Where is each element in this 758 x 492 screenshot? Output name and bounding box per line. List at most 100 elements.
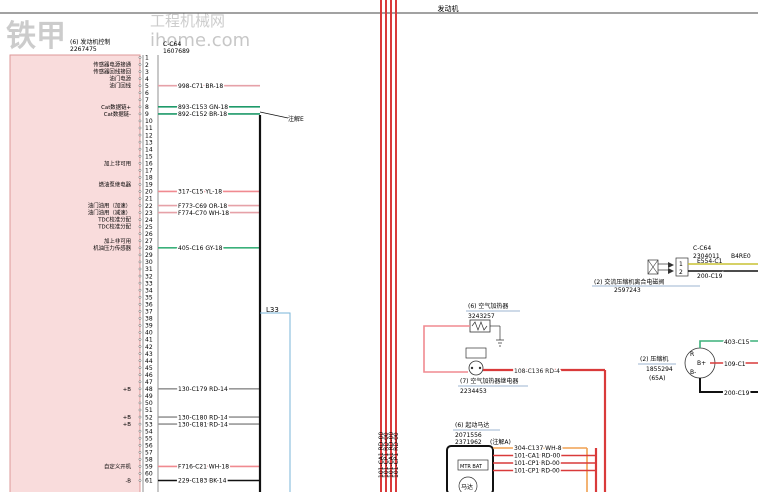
ecm-pin-socket-icon — [138, 331, 142, 334]
ecm-pin-socket-icon — [138, 246, 142, 250]
ac-wire-1-label: E554-C1 — [697, 258, 723, 265]
ecm-pin-number: 37 — [145, 309, 153, 316]
relay-contact-a-icon — [470, 366, 474, 370]
ecm-title: (6) 发动机控制 — [70, 38, 110, 46]
relay-contact-b-icon — [478, 366, 482, 370]
ecm-pin-socket-icon — [138, 98, 142, 102]
ecm-pin-number: 18 — [145, 175, 153, 182]
ac-connector — [675, 257, 689, 277]
ecm-pin-number: 44 — [145, 358, 153, 365]
ecm-pin-socket-icon — [138, 366, 142, 370]
relay-part: 2234453 — [460, 388, 487, 395]
ecm-pin-number: 51 — [145, 407, 153, 414]
ecm-pin-function-label: +B — [123, 415, 132, 421]
ecm-pin-number: 11 — [145, 125, 153, 132]
ecm-pin-number: 52 — [145, 414, 153, 421]
ecm-pin-socket-icon — [138, 309, 142, 313]
ecm-pin-number: 25 — [145, 224, 153, 231]
ecm-wire-label: F773-C69 OR-18 — [178, 203, 227, 210]
ecm-pin-socket-icon — [138, 274, 142, 278]
ecm-pin-number: 54 — [145, 428, 153, 435]
ecm-pin-function-label: 油门油用（加速） — [88, 202, 131, 210]
ecm-pin-number: 13 — [145, 139, 153, 146]
ecm-pin-socket-icon — [138, 338, 142, 341]
ecm-pin-number: 35 — [145, 294, 153, 301]
ecm-pin-socket-icon — [138, 84, 142, 88]
ecm-pin-function-label: TDC校准分配 — [97, 216, 131, 224]
heater-coil-icon — [471, 321, 488, 331]
ecm-pin-number: 19 — [145, 182, 153, 189]
ecm-pin-number: 41 — [145, 337, 153, 344]
ecm-pin-number: 56 — [145, 442, 153, 449]
ecm-pin-number: 15 — [145, 153, 153, 160]
alternator-ground-wire — [699, 378, 758, 393]
ecm-pin-socket-icon — [138, 176, 142, 179]
ecm-pin-number: 48 — [145, 386, 153, 393]
starter-solenoid — [457, 459, 489, 471]
air-heater-feed-wire — [423, 325, 470, 373]
ecm-pin-socket-icon — [138, 105, 142, 109]
starter-wire-label: 101-CP1 RD-00 — [514, 468, 560, 475]
ecm-pin-socket-icon — [138, 324, 142, 327]
bus-label-1: 101-CA1 RD-00 — [378, 432, 385, 478]
ecm-pin-number: 32 — [145, 273, 153, 280]
ecm-pin-socket-icon — [138, 450, 142, 454]
ecm-pin-function-label: 加上非可用 — [104, 159, 131, 167]
ecm-pin-socket-icon — [138, 218, 142, 221]
ecm-pin-socket-icon — [138, 56, 142, 59]
ecm-pin-number: 20 — [145, 189, 153, 196]
ecm-wire-label: 405-C16 GY-18 — [178, 245, 223, 252]
ecm-pin-socket-icon — [138, 126, 142, 130]
alternator-title: (2) 压缩机 — [640, 355, 668, 363]
starter-wire-label: 101-CP1 RD-00 — [514, 460, 560, 467]
ecm-pin-number: 21 — [145, 196, 153, 203]
ecm-pin-number: 59 — [145, 464, 153, 471]
ecm-pin-number: 22 — [145, 203, 153, 210]
ecm-pin-number: 27 — [145, 238, 153, 245]
starter-solenoid-label: MTR BAT — [460, 464, 483, 470]
ecm-pin-function-label: 传感器回线接回 — [93, 68, 131, 76]
ecm-wire-label: 317-C15 YL-18 — [178, 189, 222, 196]
alternator-wire-1-label: 403-C15 — [724, 339, 750, 346]
ecm-pin-socket-icon — [138, 168, 142, 172]
alternator-terminal-bplus: B+ — [697, 360, 706, 367]
ecm-pin-function-label: TDC校准分配 — [97, 223, 131, 231]
ecm-pin-socket-icon — [138, 415, 142, 419]
watermark-brand: 铁甲 — [6, 19, 66, 54]
relay-coil — [465, 347, 487, 359]
watermark-domain: ihome.com — [150, 30, 250, 51]
ecm-pin-number: 23 — [145, 210, 153, 217]
ecm-pin-number: 4 — [145, 76, 149, 83]
starter-body-label: 马达 — [461, 483, 473, 491]
ecm-pin-number: 61 — [145, 478, 153, 485]
ecm-pin-socket-icon — [138, 281, 142, 285]
ecm-pin-number: 31 — [145, 266, 153, 273]
ecm-pin-socket-icon — [138, 472, 142, 475]
ecm-pin-socket-icon — [138, 77, 142, 81]
ecm-pin-number: 46 — [145, 372, 153, 379]
ecm-pin-function-label: +B — [123, 422, 132, 428]
ecm-pin-number: 40 — [145, 330, 153, 337]
ecm-pin-number: 42 — [145, 344, 153, 351]
ecm-pin-socket-icon — [138, 401, 142, 405]
ecm-pin-number: 58 — [145, 457, 153, 464]
ecm-wire-label: 998-C71 BR-18 — [178, 83, 223, 90]
ecm-connector-part: 1607689 — [163, 48, 190, 55]
ecm-pin-number: 33 — [145, 280, 153, 287]
bus-label-4: 101-CP1 RD-00 — [393, 432, 400, 478]
harness-branch — [260, 312, 291, 492]
ecm-pin-socket-icon — [138, 204, 142, 207]
ecm-pin-socket-icon — [138, 465, 142, 468]
ecm-pin-socket-icon — [138, 232, 142, 236]
ac-connector-name: C-C64 — [693, 245, 711, 252]
ac-connector-part-suffix: B4RE0 — [731, 253, 751, 260]
ecm-pin-number: 60 — [145, 471, 153, 478]
bus-label-2: 101-CP1 RD-00 — [383, 432, 390, 478]
ecm-pin-number: 26 — [145, 231, 153, 238]
ecm-pin-number: 9 — [145, 111, 149, 118]
air-heater-title: (6) 空气加热器 — [468, 302, 508, 310]
ecm-pin-socket-icon — [138, 317, 142, 320]
